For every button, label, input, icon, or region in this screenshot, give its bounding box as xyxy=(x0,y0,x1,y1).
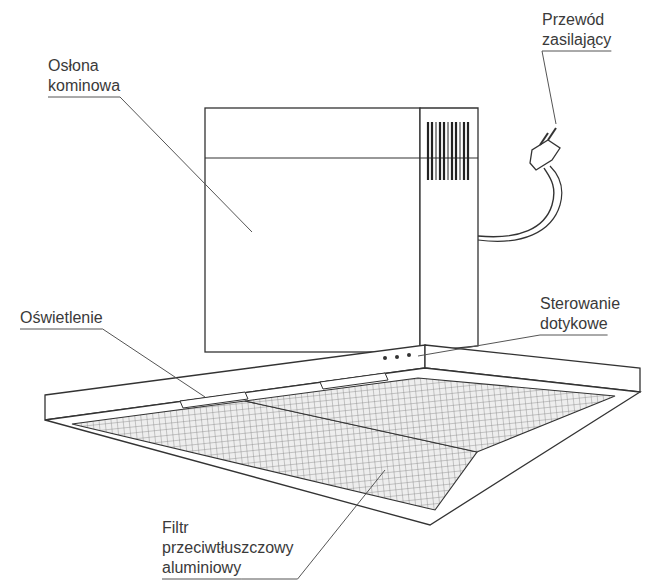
part-label: Sterowanie dotykowe xyxy=(540,294,648,334)
touch-button xyxy=(407,353,411,357)
light-fixture xyxy=(180,392,248,408)
touch-button xyxy=(395,355,399,359)
chimney-front xyxy=(205,108,420,352)
power-cord xyxy=(478,166,562,241)
leader-line xyxy=(103,329,205,397)
label-underline xyxy=(162,579,241,580)
vent-slot xyxy=(460,122,461,180)
leader-line xyxy=(542,51,556,124)
canopy-underside xyxy=(45,368,640,525)
label-underline xyxy=(20,329,103,330)
leader-line xyxy=(120,97,252,232)
vent-slot xyxy=(467,122,469,180)
label-underline xyxy=(241,579,297,580)
label-underline xyxy=(48,97,120,98)
touch-button xyxy=(383,356,387,360)
part-label: Przewód zasilający xyxy=(542,10,642,50)
part-label: Filtr przeciwtłuszczowy aluminiowy xyxy=(162,518,314,578)
vent-slot xyxy=(443,122,445,180)
label-underline xyxy=(542,51,611,52)
vent-slot xyxy=(448,122,449,180)
vent-slot xyxy=(427,122,429,180)
chimney-side xyxy=(420,108,478,352)
chimney-joint xyxy=(205,157,420,158)
vent-slot xyxy=(439,122,441,180)
part-label: Oświetlenie xyxy=(20,308,130,328)
grease-filter xyxy=(245,378,615,452)
part-label: Osłona kominowa xyxy=(48,56,138,96)
light-fixture xyxy=(320,373,388,389)
vent-slot xyxy=(455,122,457,180)
vent-slot xyxy=(431,122,433,180)
plug-pin xyxy=(540,133,548,145)
vent-grille xyxy=(428,122,468,180)
vent-slot xyxy=(436,122,437,180)
plug-pin xyxy=(548,128,556,140)
leader-line xyxy=(418,335,540,356)
plug-body xyxy=(530,140,560,170)
vent-slot xyxy=(463,122,465,180)
label-underline xyxy=(540,335,608,336)
vent-slot xyxy=(451,122,453,180)
power-cord xyxy=(478,168,554,237)
leader-line xyxy=(298,470,385,579)
